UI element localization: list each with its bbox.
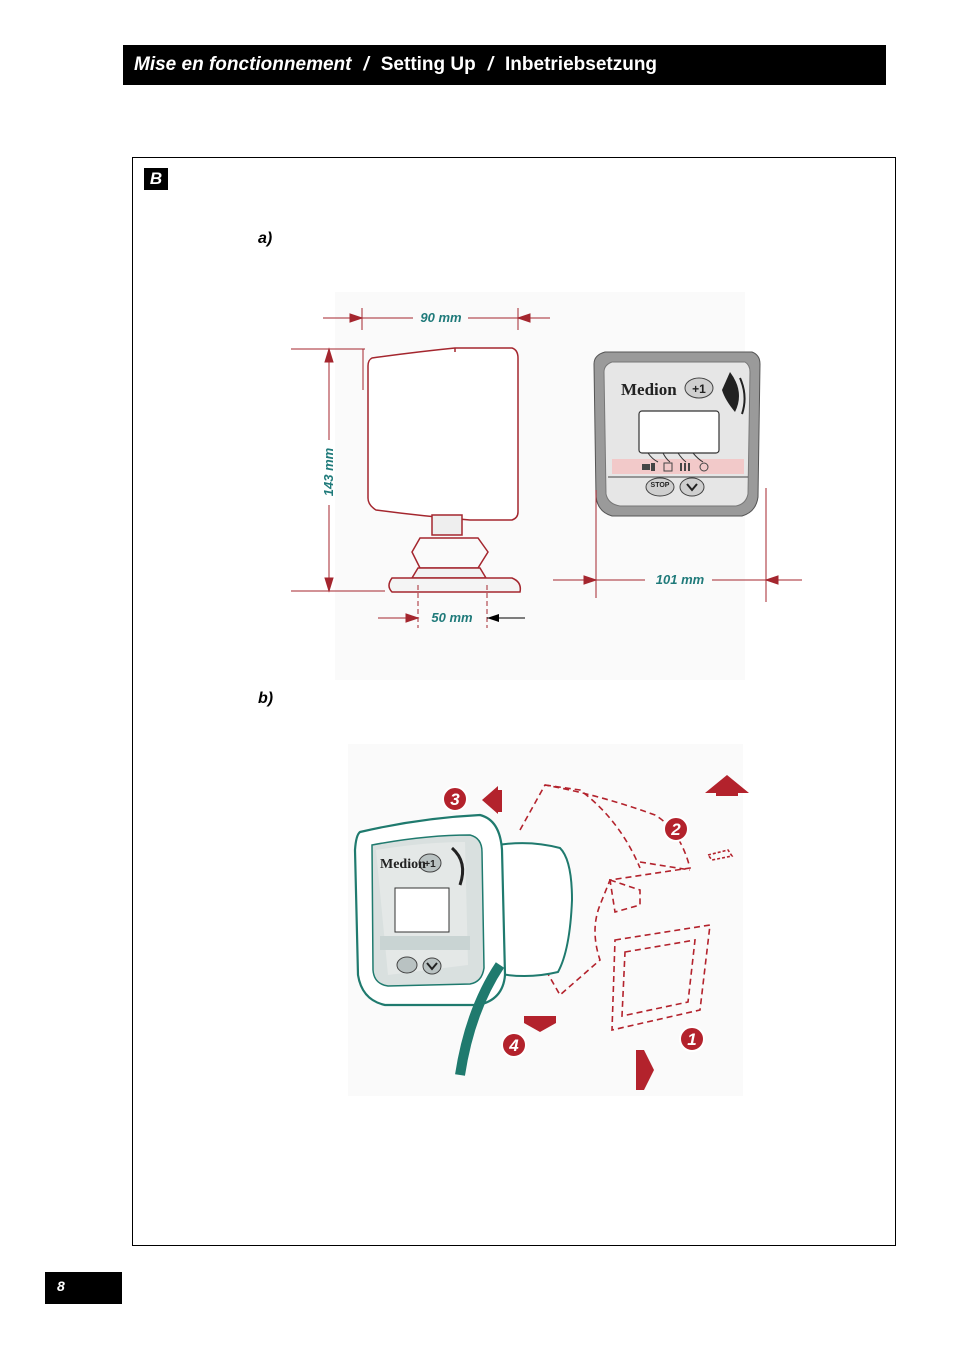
header-title-en: Setting Up bbox=[380, 54, 476, 75]
arrow-left-icon bbox=[482, 786, 498, 814]
header-bar: Mise en fonctionnement / Setting Up / In… bbox=[123, 45, 886, 85]
header-separator: / bbox=[487, 54, 494, 75]
device-perspective-view bbox=[353, 813, 574, 1076]
step-label-1: 1 bbox=[687, 1030, 696, 1049]
step-label-3: 3 bbox=[450, 790, 460, 809]
dimension-width-front bbox=[553, 488, 802, 602]
arrow-up-icon bbox=[705, 775, 749, 796]
screw-icon bbox=[706, 849, 734, 861]
step-marker-1: 1 bbox=[679, 1026, 705, 1052]
header-title-de: Inbetriebsetzung bbox=[505, 54, 658, 75]
arrow-down-icon bbox=[524, 1016, 556, 1032]
dimension-label-143: 143 mm bbox=[321, 447, 336, 496]
dimension-height-side bbox=[291, 347, 385, 593]
device-front-view bbox=[593, 351, 761, 517]
dimension-width-side bbox=[323, 308, 550, 330]
plus-button-label-perspective: +1 bbox=[424, 859, 436, 870]
page-number: 8 bbox=[45, 1272, 122, 1304]
brand-label-perspective: Medion bbox=[380, 857, 426, 872]
stop-button-label: STOP bbox=[651, 482, 670, 489]
header-title-fr: Mise en fonctionnement bbox=[134, 54, 352, 75]
brand-label-front: Medion bbox=[621, 380, 677, 399]
dimension-drawing: 90 mm 143 mm 50 mm bbox=[291, 308, 802, 628]
dimension-base bbox=[378, 585, 525, 628]
step-label-4: 4 bbox=[508, 1036, 519, 1055]
dimension-label-50: 50 mm bbox=[431, 610, 473, 625]
mounting-illustration: Medion +1 3 2 4 1 bbox=[348, 744, 749, 1096]
subfigure-label-a: a) bbox=[258, 230, 273, 247]
step-marker-2: 2 bbox=[663, 816, 689, 842]
header-separator: / bbox=[363, 54, 369, 75]
step-marker-3: 3 bbox=[442, 786, 468, 812]
plus-button-label: +1 bbox=[692, 382, 706, 396]
step-markers: 3 2 4 1 bbox=[442, 786, 705, 1058]
subfigure-label-b: b) bbox=[258, 690, 274, 707]
dimension-label-90: 90 mm bbox=[420, 310, 462, 325]
dimension-label-101: 101 mm bbox=[656, 572, 705, 587]
direction-arrows bbox=[482, 775, 749, 1090]
arrow-right-icon bbox=[636, 1050, 654, 1090]
section-badge: B bbox=[144, 168, 168, 190]
step-marker-4: 4 bbox=[501, 1032, 527, 1058]
figure-frame bbox=[132, 157, 896, 1246]
step-label-2: 2 bbox=[670, 820, 681, 839]
